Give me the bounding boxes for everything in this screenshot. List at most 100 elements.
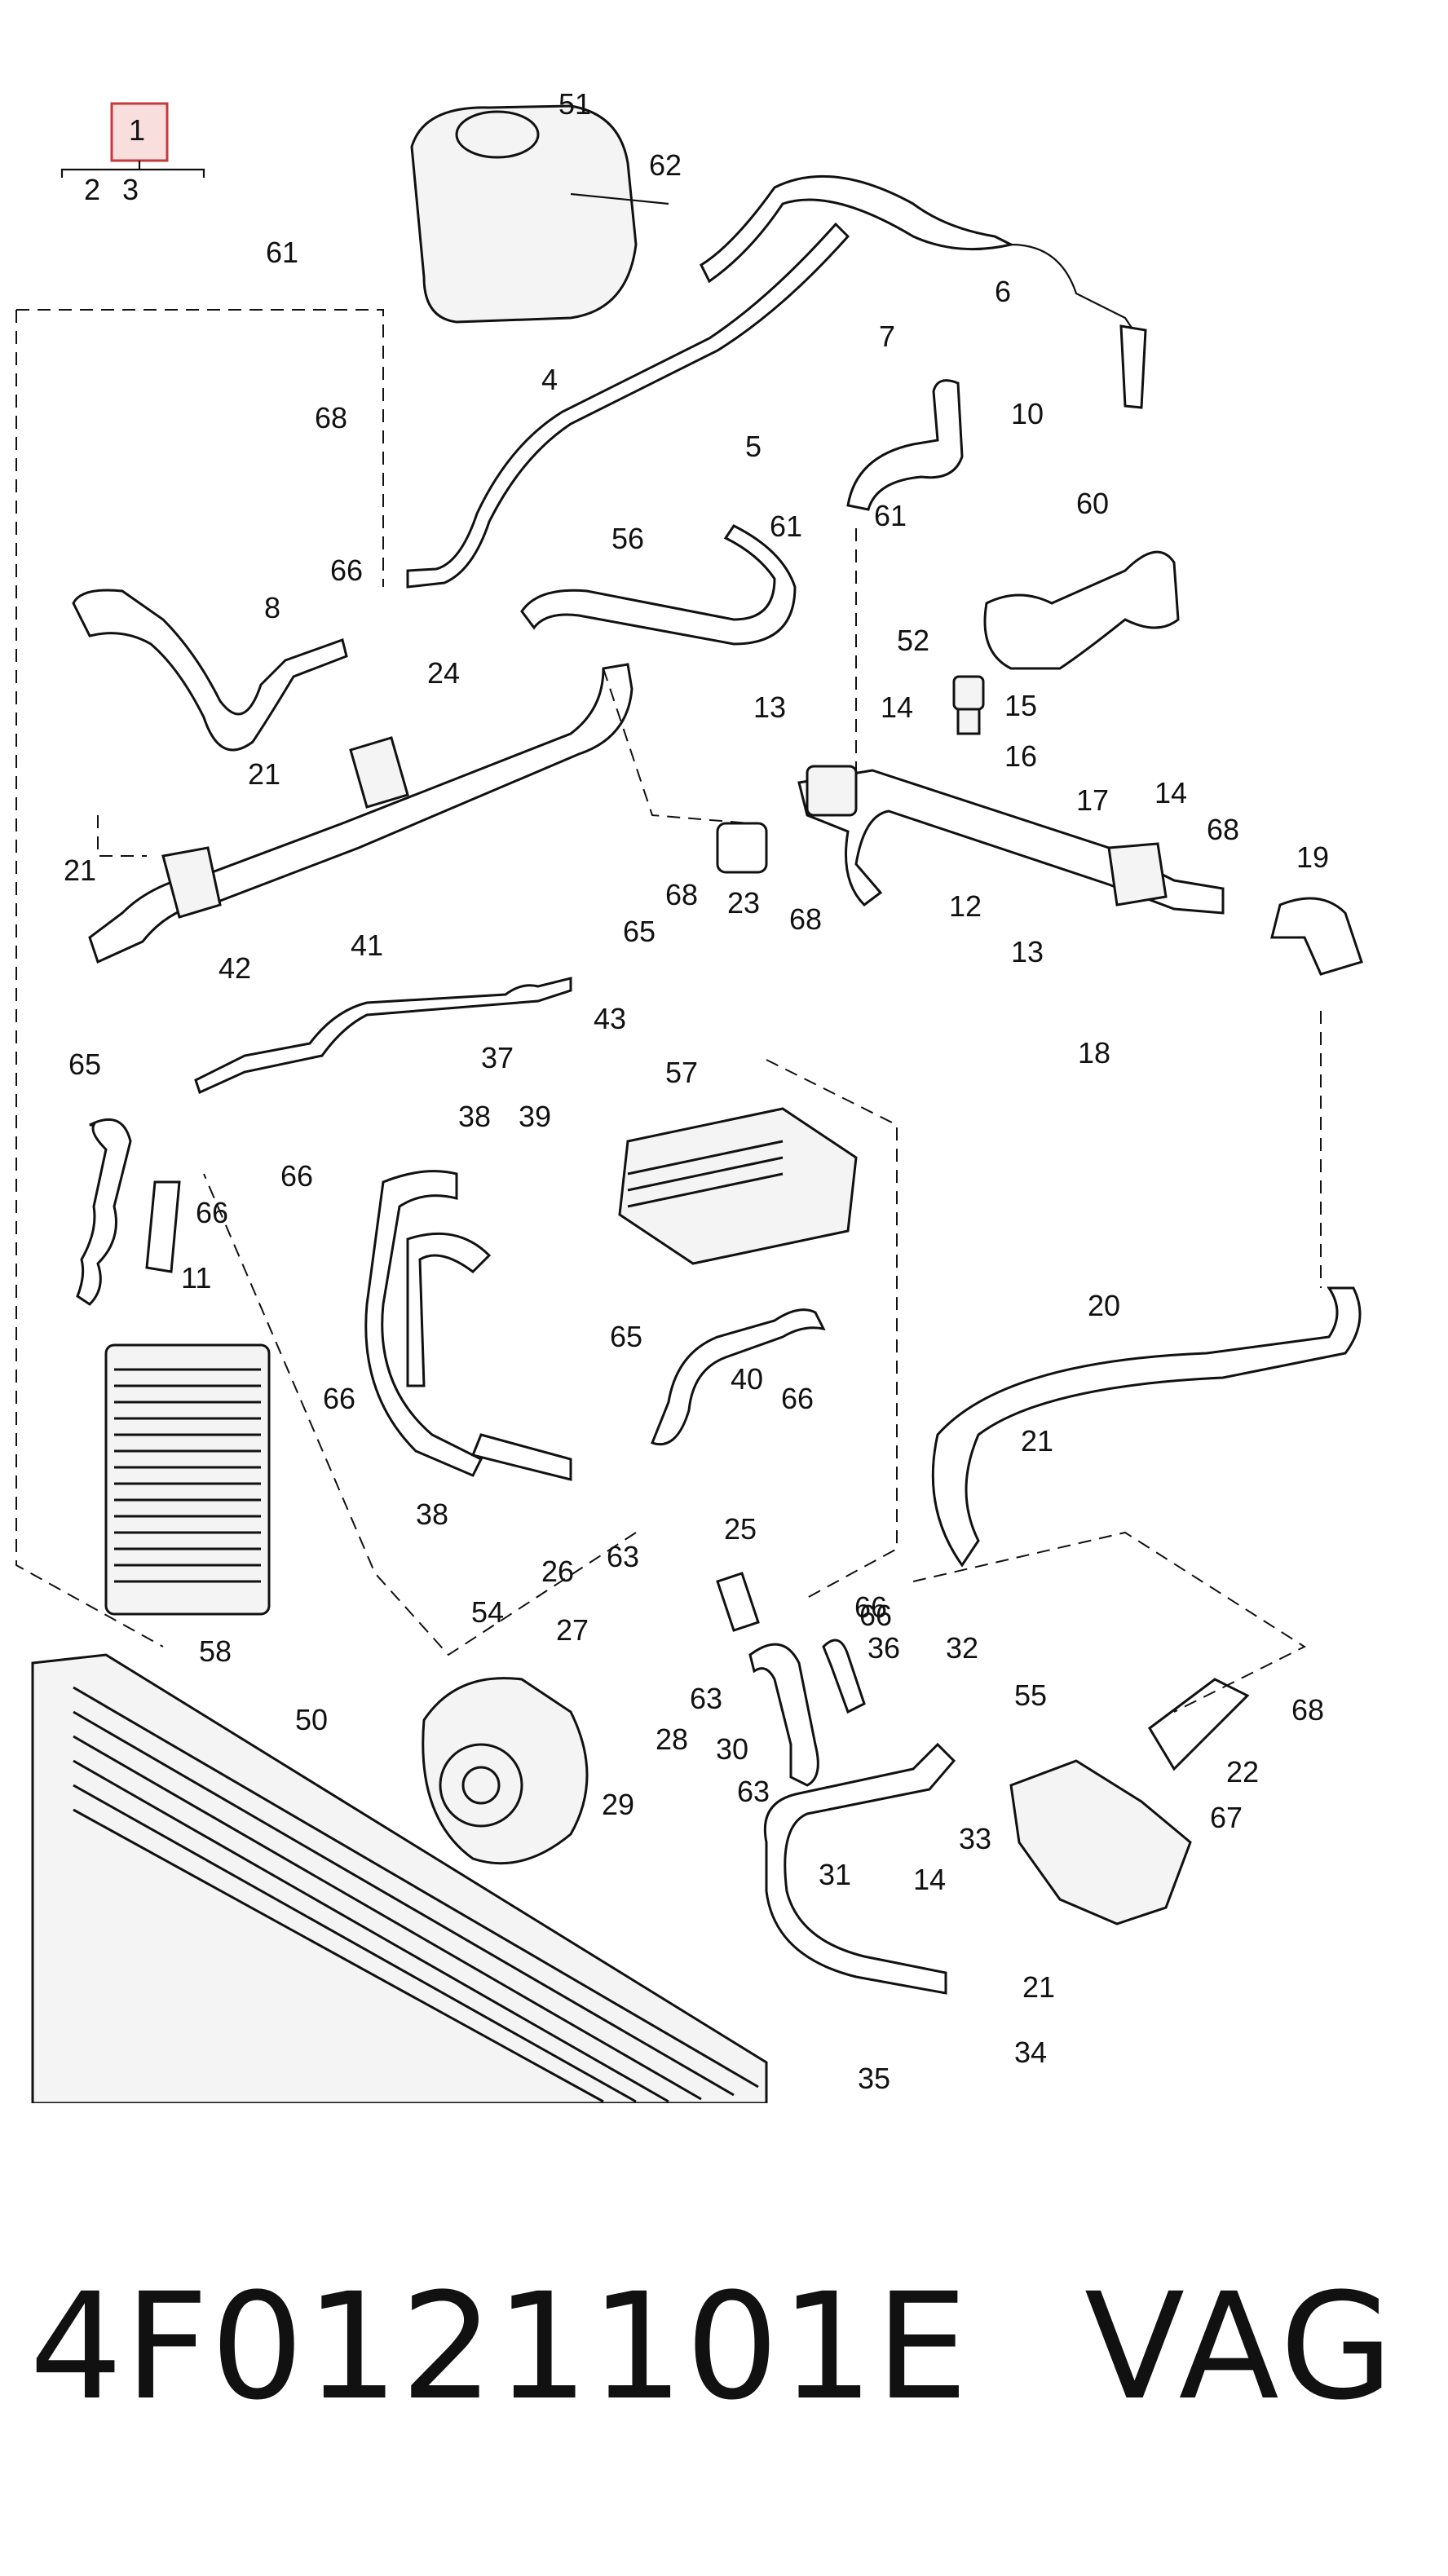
callout-68: 68 xyxy=(315,401,347,434)
callout-52: 52 xyxy=(897,624,929,657)
hose-10 xyxy=(846,379,964,511)
callout-27: 27 xyxy=(556,1613,589,1647)
hose-top-right xyxy=(700,174,1015,284)
pipe-20 xyxy=(931,1286,1362,1568)
callout-39: 39 xyxy=(519,1100,551,1133)
callout-66a: 66 xyxy=(330,554,363,587)
callout-5: 5 xyxy=(745,430,762,463)
callout-3: 3 xyxy=(122,173,139,206)
callout-58: 58 xyxy=(199,1634,232,1668)
callout-51: 51 xyxy=(558,87,591,121)
callout-61c: 61 xyxy=(874,499,907,532)
callout-30: 30 xyxy=(716,1732,748,1766)
callout-4: 4 xyxy=(541,363,558,396)
callout-42: 42 xyxy=(219,951,251,985)
callout-38b: 38 xyxy=(416,1498,448,1531)
callout-20: 20 xyxy=(1088,1289,1120,1322)
callout-62: 62 xyxy=(649,148,682,182)
hose-30 xyxy=(748,1643,819,1787)
callout-7: 7 xyxy=(879,320,895,353)
callout-57: 57 xyxy=(665,1056,698,1089)
callout-19: 19 xyxy=(1296,840,1329,874)
diagram-artwork xyxy=(31,104,1363,2103)
hose-25 xyxy=(716,1572,760,1632)
callout-68c: 68 xyxy=(665,878,698,911)
sensor-15 xyxy=(952,675,985,711)
callout-10: 10 xyxy=(1011,397,1044,430)
callout-32: 32 xyxy=(946,1631,978,1665)
callout-23: 23 xyxy=(727,886,760,920)
callout-26: 26 xyxy=(541,1555,574,1588)
callout-65a: 65 xyxy=(623,915,656,948)
highlight-box xyxy=(110,102,169,162)
callout-35: 35 xyxy=(858,2062,890,2095)
callout-61: 61 xyxy=(266,236,298,269)
callout-41: 41 xyxy=(351,929,383,962)
callout-8: 8 xyxy=(264,591,280,624)
callout-13b: 13 xyxy=(1011,935,1044,968)
pipe-41 xyxy=(194,977,572,1095)
callout-6: 6 xyxy=(995,275,1011,308)
callout-66b: 66 xyxy=(196,1196,228,1229)
callout-50: 50 xyxy=(295,1703,328,1736)
callout-36: 36 xyxy=(867,1631,900,1665)
callout-25: 25 xyxy=(724,1512,757,1546)
callout-68d: 68 xyxy=(789,902,822,936)
callout-13a: 13 xyxy=(753,690,786,724)
brand-caption: VAG xyxy=(1084,2262,1397,2433)
callout-33: 33 xyxy=(959,1822,991,1855)
callout-11: 11 xyxy=(181,1261,211,1295)
callout-34: 34 xyxy=(1014,2036,1047,2069)
oil-cooler-57 xyxy=(618,1107,858,1265)
callout-28: 28 xyxy=(656,1722,688,1756)
callout-66d: 66 xyxy=(323,1382,355,1415)
pipe-31 xyxy=(763,1742,956,1995)
hose-11 xyxy=(76,1118,132,1306)
callout-63c: 63 xyxy=(737,1775,770,1808)
callout-2: 2 xyxy=(84,173,100,206)
callout-21a: 21 xyxy=(248,757,280,791)
callout-66f: 66 xyxy=(854,1590,887,1624)
hose-38 xyxy=(364,1170,483,1477)
callout-68b: 68 xyxy=(1207,813,1239,846)
callout-56: 56 xyxy=(611,522,644,555)
callout-17: 17 xyxy=(1076,783,1109,817)
callout-66e: 66 xyxy=(781,1382,814,1415)
callout-66g: 66 xyxy=(859,1599,892,1632)
callout-67: 67 xyxy=(1210,1801,1243,1834)
hose-19 xyxy=(1270,897,1363,976)
hose-40 xyxy=(651,1308,826,1445)
callout-14c: 14 xyxy=(913,1863,946,1896)
callout-63a: 63 xyxy=(607,1540,639,1573)
callout-21c: 21 xyxy=(1021,1424,1053,1458)
callout-22: 22 xyxy=(1226,1755,1259,1789)
callout-15: 15 xyxy=(1004,689,1037,722)
callout-29: 29 xyxy=(602,1788,634,1821)
assembly-outlines xyxy=(15,309,1322,1713)
callout-24: 24 xyxy=(427,656,460,690)
alternator-54 xyxy=(422,1677,589,1865)
callout-68e: 68 xyxy=(1291,1693,1324,1727)
callout-labels: 1 2 3 51 62 61 68 6 7 5 4 10 60 61 61 52… xyxy=(64,87,1329,2095)
callout-55: 55 xyxy=(1014,1678,1047,1712)
hose-8 xyxy=(72,589,348,752)
aux-radiator-58 xyxy=(104,1343,271,1616)
callout-61b: 61 xyxy=(770,509,802,543)
callout-1: 1 xyxy=(129,113,145,147)
hose-36 xyxy=(822,1639,866,1714)
callout-40: 40 xyxy=(731,1362,763,1396)
callout-66c: 66 xyxy=(280,1159,313,1193)
callout-21b: 21 xyxy=(64,854,96,887)
hose-56 xyxy=(520,524,797,646)
pipe-52 xyxy=(983,550,1180,670)
callout-21d: 21 xyxy=(1022,1970,1055,2004)
callout-54: 54 xyxy=(471,1595,504,1629)
callout-37: 37 xyxy=(481,1041,514,1074)
callout-16: 16 xyxy=(1004,739,1037,773)
callout-65c: 65 xyxy=(610,1320,642,1353)
callout-18: 18 xyxy=(1078,1036,1110,1070)
thermostat-housing-55 xyxy=(1009,1759,1192,1925)
callout-60: 60 xyxy=(1076,487,1109,520)
callout-31: 31 xyxy=(819,1858,851,1891)
hose-22 xyxy=(1148,1678,1250,1771)
